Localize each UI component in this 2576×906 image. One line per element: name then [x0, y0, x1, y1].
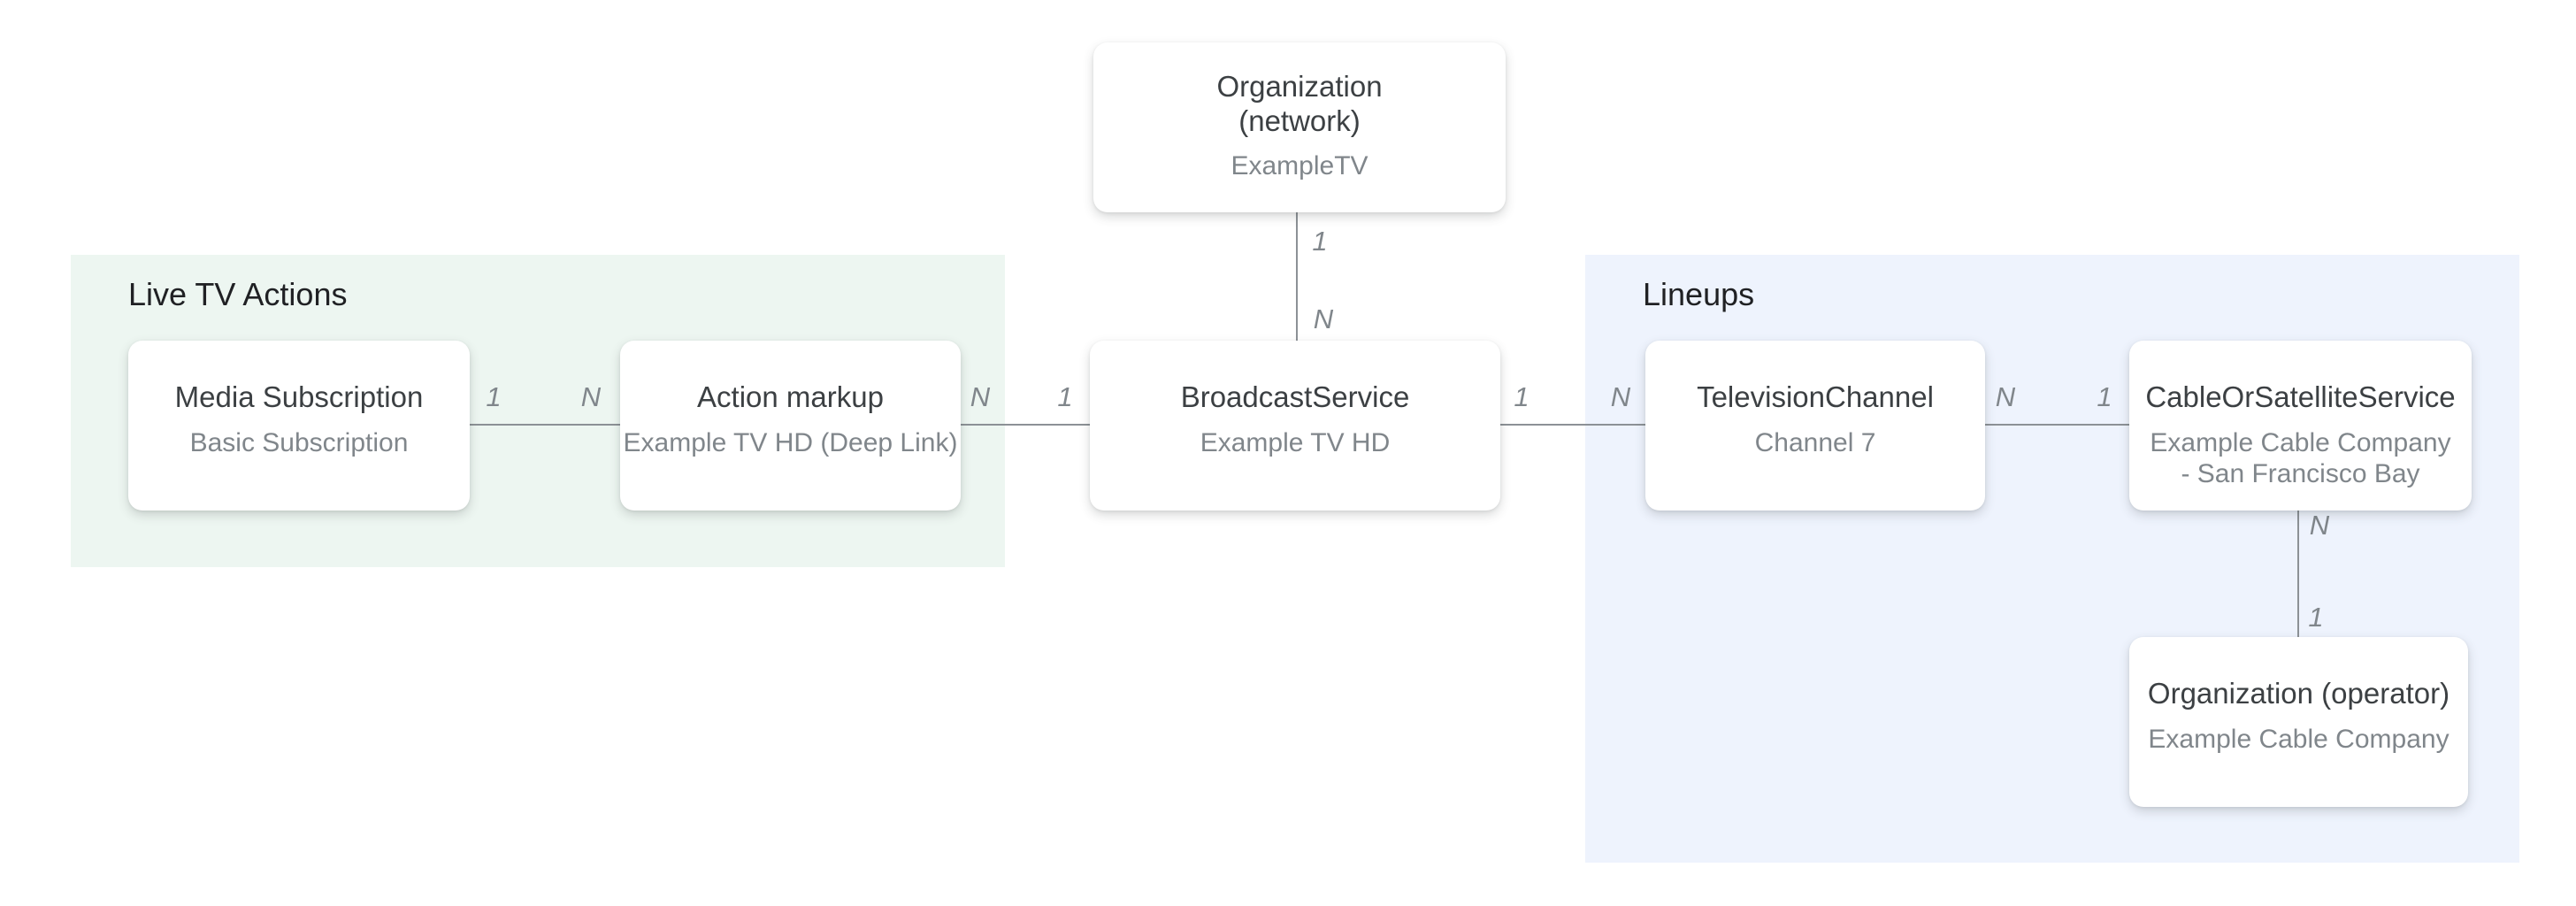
node-broadcast-service-title: BroadcastService: [1180, 380, 1410, 413]
cardinality-channel-cable-start: N: [1995, 381, 2016, 412]
node-television-channel-subtitle: Channel 7: [1754, 428, 1876, 457]
cardinality-media-action-start: 1: [486, 381, 502, 412]
cardinality-channel-cable-end: 1: [2097, 381, 2112, 412]
cardinality-cable-operator-start: N: [2309, 510, 2330, 541]
node-broadcast-service-subtitle: Example TV HD: [1200, 428, 1391, 457]
node-organization-operator-title: Organization (operator): [2147, 677, 2450, 710]
node-action-markup: Action markup Example TV HD (Deep Link): [620, 341, 961, 511]
cardinality-network-broadcast-end: N: [1313, 303, 1334, 334]
cardinality-broadcast-channel-end: N: [1610, 381, 1631, 412]
node-media-subscription-title: Media Subscription: [174, 380, 424, 413]
node-organization-network: Organization (network) ExampleTV: [1093, 42, 1506, 212]
edge-broadcastservice-to-televisionchannel: [1500, 424, 1645, 426]
cardinality-network-broadcast-start: 1: [1312, 226, 1328, 257]
edge-televisionchannel-to-cableorsatelliteservice: [1985, 424, 2129, 426]
node-media-subscription-subtitle: Basic Subscription: [189, 428, 409, 457]
cardinality-cable-operator-end: 1: [2308, 602, 2324, 633]
node-organization-network-subtitle: ExampleTV: [1230, 151, 1368, 180]
node-organization-operator: Organization (operator) Example Cable Co…: [2129, 637, 2468, 807]
cardinality-media-action-end: N: [580, 381, 602, 412]
cardinality-action-broadcast-start: N: [970, 381, 991, 412]
node-media-subscription: Media Subscription Basic Subscription: [128, 341, 470, 511]
edge-cableorsatelliteservice-to-operator: [2297, 511, 2299, 637]
node-cable-or-satellite-service-title: CableOrSatelliteService: [2145, 380, 2456, 413]
node-broadcast-service: BroadcastService Example TV HD: [1090, 341, 1500, 511]
node-television-channel: TelevisionChannel Channel 7: [1645, 341, 1985, 511]
node-cable-or-satellite-service: CableOrSatelliteService Example Cable Co…: [2129, 341, 2472, 511]
lineups-region-title: Lineups: [1643, 276, 1755, 312]
node-television-channel-title: TelevisionChannel: [1697, 380, 1934, 413]
node-action-markup-title: Action markup: [697, 380, 884, 413]
node-organization-operator-subtitle: Example Cable Company: [2148, 725, 2450, 754]
cardinality-broadcast-channel-start: 1: [1514, 381, 1530, 412]
node-action-markup-subtitle: Example TV HD (Deep Link): [623, 428, 958, 457]
node-organization-network-title: Organization (network): [1216, 70, 1383, 137]
edge-actionmarkup-to-broadcastservice: [961, 424, 1090, 426]
live-tv-actions-region-title: Live TV Actions: [128, 276, 348, 312]
cardinality-action-broadcast-end: 1: [1057, 381, 1073, 412]
node-cable-or-satellite-service-subtitle: Example Cable Company - San Francisco Ba…: [2150, 428, 2451, 488]
edge-network-to-broadcastservice: [1296, 212, 1298, 341]
edge-mediasubscription-to-actionmarkup: [470, 424, 620, 426]
